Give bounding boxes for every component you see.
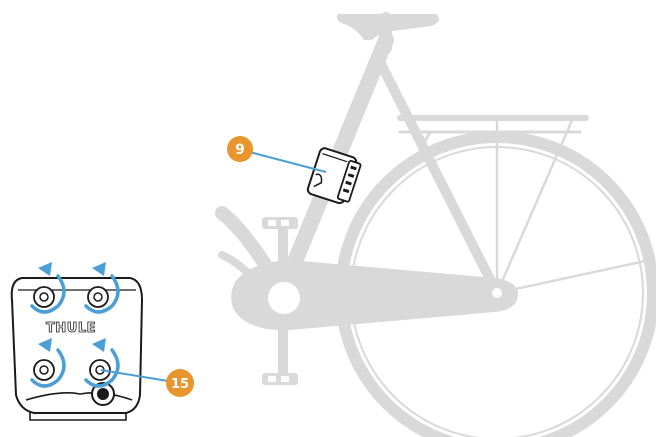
callout-15-number: 15	[171, 377, 189, 392]
lock-knob	[91, 382, 115, 406]
brand-logo: THULE	[46, 321, 96, 336]
rotate-arrow-icon	[84, 348, 120, 388]
seat-stay	[375, 57, 502, 298]
rear-hub	[492, 288, 502, 298]
callout-9: 9	[227, 136, 253, 162]
bicycle-illustration	[215, 12, 656, 437]
screw-hole-top-right	[87, 286, 109, 308]
arrow-head-icon	[92, 262, 106, 276]
arrow-head-icon	[92, 338, 106, 352]
callout-15: 15	[166, 369, 194, 397]
pedal-lower	[262, 314, 298, 385]
mount-plate-detail: THULE	[10, 262, 144, 421]
rotate-arrow-icon	[30, 348, 66, 388]
screw-hole-bottom-right	[89, 359, 111, 381]
crank-hub	[268, 282, 300, 314]
chain-guard	[231, 260, 519, 331]
screw-hole-top-left	[33, 286, 55, 308]
leader-line-9	[237, 148, 327, 173]
saddle	[336, 14, 440, 40]
rotate-arrow-icon	[84, 274, 120, 314]
rotate-arrow-icon	[30, 274, 66, 314]
callout-9-number: 9	[235, 142, 245, 158]
pedal-upper	[262, 217, 298, 282]
screw-hole-bottom-left	[33, 359, 55, 381]
arrow-head-icon	[38, 262, 52, 276]
mount-unit-on-frame	[306, 147, 362, 205]
arrow-head-icon	[38, 338, 52, 352]
